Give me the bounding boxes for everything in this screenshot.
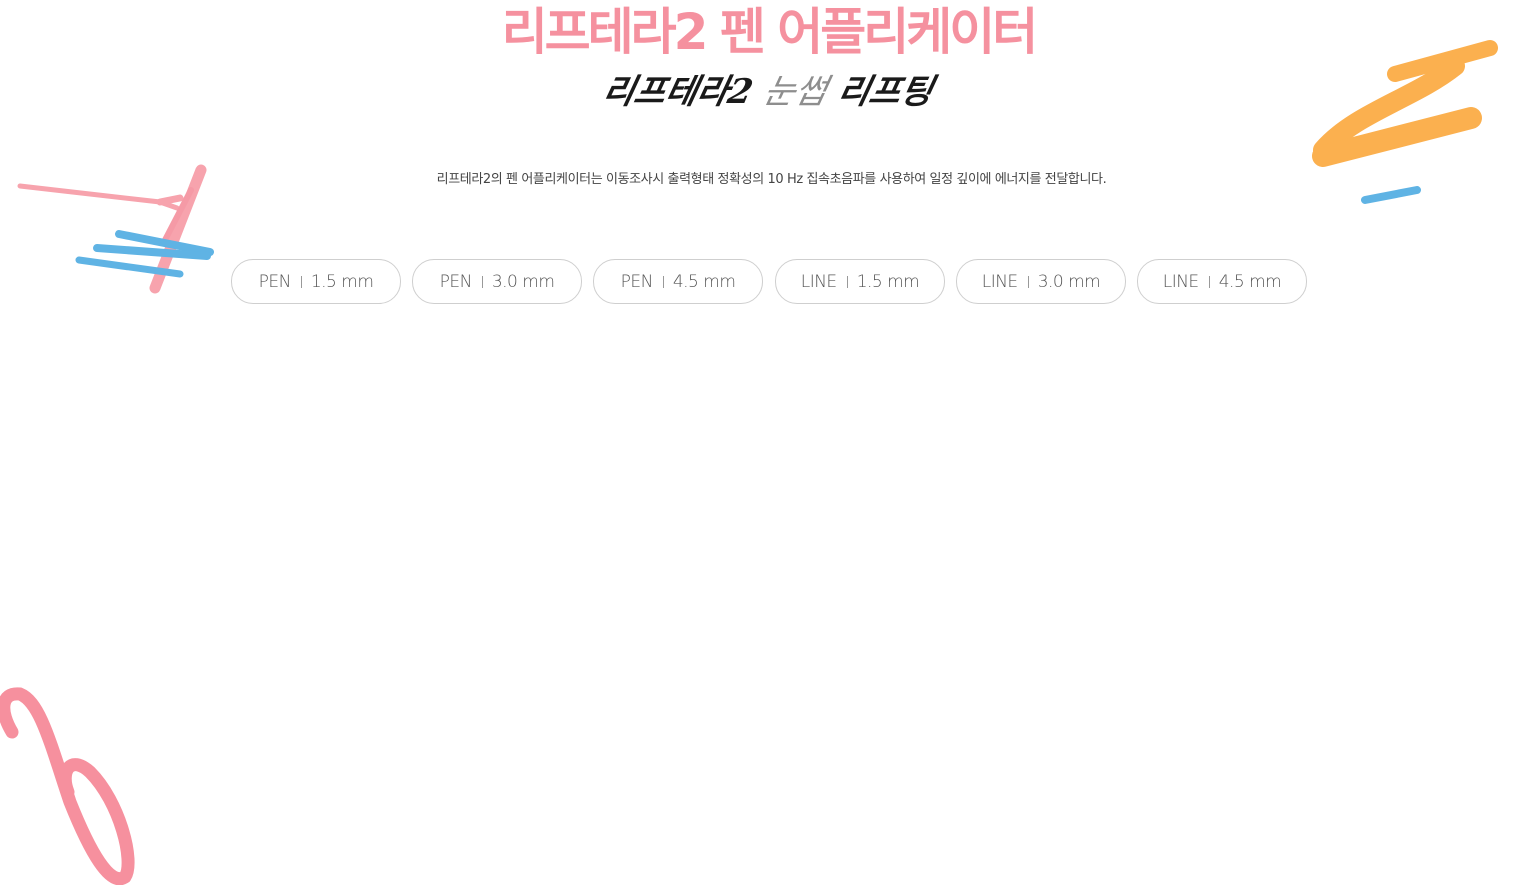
tab-separator xyxy=(481,275,483,288)
tab-separator xyxy=(1208,275,1210,288)
subtitle-part3: 리프팅 xyxy=(834,72,937,112)
tab-type-label: PEN xyxy=(620,271,654,292)
tab-size-label: 4.5 mm xyxy=(1218,271,1282,292)
tab-pen-4-5[interactable]: PEN 4.5 mm xyxy=(593,259,763,304)
tab-pen-3-0[interactable]: PEN 3.0 mm xyxy=(412,259,582,304)
tab-type-label: LINE xyxy=(981,271,1018,292)
subtitle-part1: 리프테라2 xyxy=(599,72,757,112)
tab-type-label: PEN xyxy=(439,271,473,292)
tab-size-label: 1.5 mm xyxy=(310,271,374,292)
tab-type-label: LINE xyxy=(1162,271,1199,292)
tab-pen-1-5[interactable]: PEN 1.5 mm xyxy=(231,259,401,304)
tab-separator xyxy=(300,275,302,288)
tab-size-label: 3.0 mm xyxy=(491,271,555,292)
pink-blue-brush-decoration xyxy=(17,164,214,294)
tab-size-label: 3.0 mm xyxy=(1037,271,1101,292)
tab-size-label: 1.5 mm xyxy=(856,271,920,292)
tab-separator xyxy=(662,275,664,288)
tab-type-label: LINE xyxy=(800,271,837,292)
orange-blue-brush-decoration xyxy=(1312,40,1498,204)
tab-separator xyxy=(1027,275,1029,288)
page-description: 리프테라2의 펜 어플리케이터는 이동조사시 출력형태 정확성의 10 Hz 집… xyxy=(436,172,1107,187)
tab-line-1-5[interactable]: LINE 1.5 mm xyxy=(775,259,945,304)
tab-separator xyxy=(846,275,848,288)
pink-loop-brush-decoration xyxy=(0,687,135,885)
tab-line-4-5[interactable]: LINE 4.5 mm xyxy=(1137,259,1307,304)
tab-line-3-0[interactable]: LINE 3.0 mm xyxy=(956,259,1126,304)
subtitle-part2: 눈썹 xyxy=(759,72,831,112)
page-subtitle: 리프테라2 눈썹 리프팅 xyxy=(0,64,1517,113)
page-title: 리프테라2 펜 어플리케이터 xyxy=(501,3,1039,61)
tab-type-label: PEN xyxy=(258,271,292,292)
tab-size-label: 4.5 mm xyxy=(672,271,736,292)
